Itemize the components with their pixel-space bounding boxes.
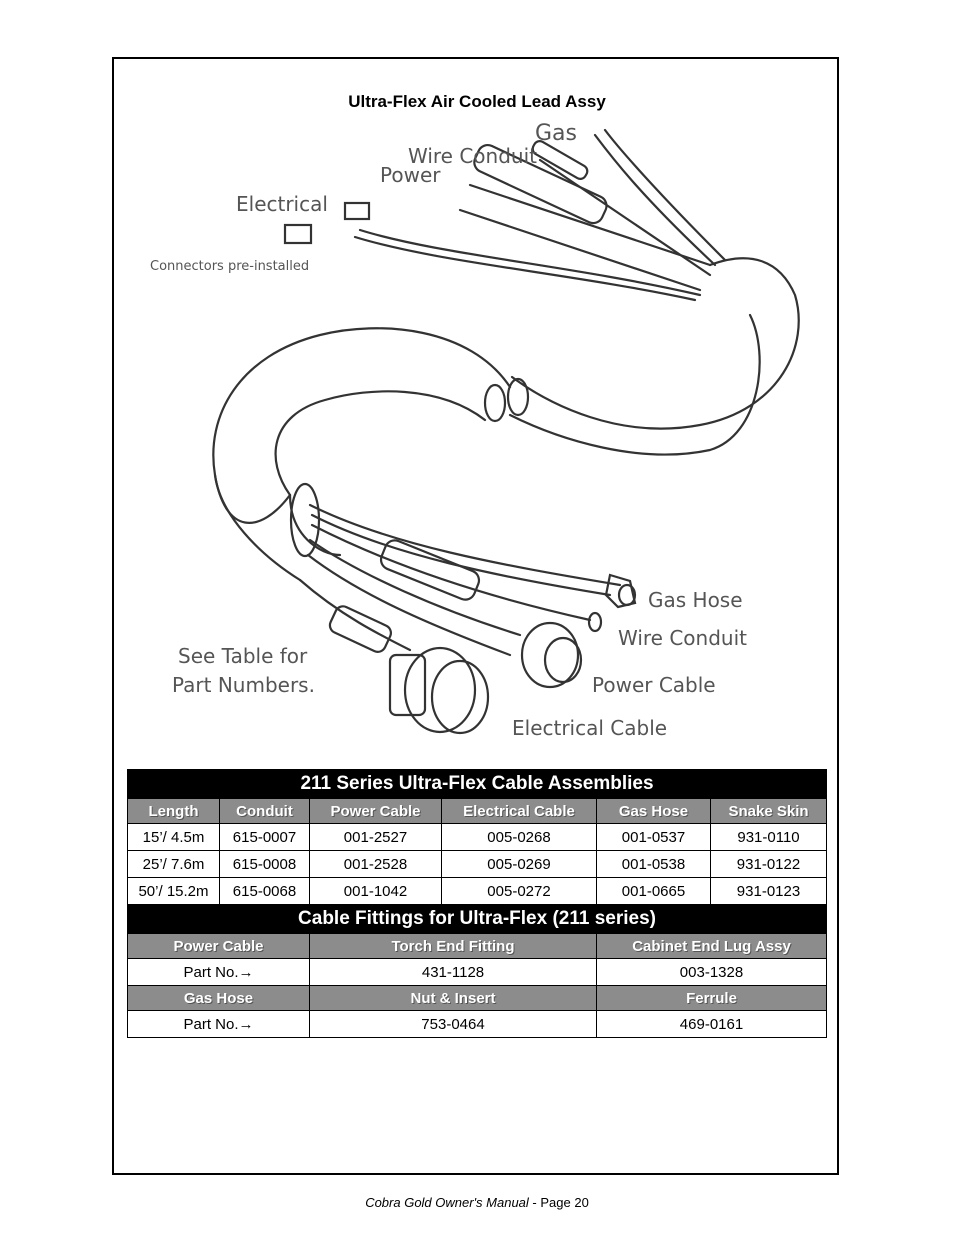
label-wire-conduit-bottom: Wire Conduit bbox=[618, 626, 747, 650]
assemblies-header-row: Length Conduit Power Cable Electrical Ca… bbox=[127, 798, 828, 824]
table-cell: 003-1328 bbox=[595, 958, 828, 986]
col-header: Cabinet End Lug Assy bbox=[595, 933, 828, 959]
power-fittings-header-row: Power Cable Torch End Fitting Cabinet En… bbox=[127, 933, 828, 959]
col-header: Ferrule bbox=[595, 985, 828, 1011]
top-electrical-wires bbox=[358, 228, 702, 297]
table-cell: 50’/ 15.2m bbox=[127, 877, 220, 905]
table-cell: 931-0122 bbox=[709, 850, 828, 878]
parts-table: 211 Series Ultra-Flex Cable Assemblies L… bbox=[126, 769, 828, 1038]
table-cell: 615-0068 bbox=[219, 877, 310, 905]
label-see-table-2: Part Numbers. bbox=[172, 673, 315, 697]
table-cell: 15’/ 4.5m bbox=[127, 823, 220, 851]
table-cell: 001-1042 bbox=[309, 877, 442, 905]
top-gas-hose bbox=[593, 133, 717, 267]
gas-fittings-header-row: Gas Hose Nut & Insert Ferrule bbox=[127, 985, 828, 1011]
snake-skin-outer bbox=[212, 327, 512, 524]
bottom-electrical-cable bbox=[298, 578, 412, 652]
table-cell: 431-1128 bbox=[309, 958, 597, 986]
col-header: Gas Hose bbox=[596, 798, 711, 824]
table-cell: 931-0123 bbox=[709, 877, 828, 905]
snake-skin-inner bbox=[274, 390, 487, 497]
col-header: Power Cable bbox=[127, 933, 310, 959]
page-footer: Cobra Gold Owner's Manual - Page 20 bbox=[0, 1195, 954, 1210]
col-header: Gas Hose bbox=[127, 985, 310, 1011]
manual-title: Cobra Gold Owner's Manual bbox=[365, 1195, 529, 1210]
bottom-wire-conduit bbox=[310, 523, 592, 622]
table-row: Part No.→ 753-0464 469-0161 bbox=[127, 1010, 828, 1038]
table-cell: 005-0272 bbox=[441, 877, 597, 905]
snake-skin-right-outer bbox=[510, 257, 800, 430]
table-row: 15’/ 4.5m 615-0007 001-2527 005-0268 001… bbox=[127, 823, 828, 851]
label-see-table-1: See Table for bbox=[178, 644, 308, 668]
table-cell: 001-0538 bbox=[596, 850, 711, 878]
col-header: Nut & Insert bbox=[309, 985, 597, 1011]
table-row: Part No.→ 431-1128 003-1328 bbox=[127, 958, 828, 986]
page-number: - Page 20 bbox=[528, 1195, 589, 1210]
label-gas: Gas bbox=[535, 121, 577, 146]
table-cell: 001-2527 bbox=[309, 823, 442, 851]
label-wire-conduit-top: Wire Conduit bbox=[408, 144, 537, 168]
figure-title: Ultra-Flex Air Cooled Lead Assy bbox=[348, 92, 606, 111]
bottom-power-cable bbox=[308, 538, 522, 637]
label-power: Power bbox=[380, 163, 441, 187]
table-cell: 25’/ 7.6m bbox=[127, 850, 220, 878]
table-cell: Part No.→ bbox=[127, 1010, 310, 1038]
table-cell: 001-2528 bbox=[309, 850, 442, 878]
label-connectors: Connectors pre-installed bbox=[150, 259, 309, 274]
label-electrical-cable: Electrical Cable bbox=[512, 716, 667, 740]
table-cell: 753-0464 bbox=[309, 1010, 597, 1038]
table-cell: 469-0161 bbox=[595, 1010, 828, 1038]
fittings-title-row: Cable Fittings for Ultra-Flex (211 serie… bbox=[126, 904, 828, 934]
bottom-gas-hose bbox=[308, 503, 622, 587]
label-power-cable: Power Cable bbox=[592, 673, 716, 697]
table-cell: Part No.→ bbox=[127, 958, 310, 986]
label-electrical: Electrical bbox=[236, 192, 328, 216]
table-cell: 005-0269 bbox=[441, 850, 597, 878]
col-header: Length bbox=[127, 798, 220, 824]
table-row: 25’/ 7.6m 615-0008 001-2528 005-0269 001… bbox=[127, 850, 828, 878]
page-border bbox=[112, 57, 839, 1175]
table-cell: 005-0268 bbox=[441, 823, 597, 851]
assemblies-title-row: 211 Series Ultra-Flex Cable Assemblies bbox=[126, 769, 828, 799]
table-cell: 615-0008 bbox=[219, 850, 310, 878]
top-power-cable bbox=[468, 183, 712, 267]
table-row: 50’/ 15.2m 615-0068 001-1042 005-0272 00… bbox=[127, 877, 828, 905]
table-cell: 931-0110 bbox=[709, 823, 828, 851]
label-gas-hose: Gas Hose bbox=[648, 588, 743, 612]
table-cell: 615-0007 bbox=[219, 823, 310, 851]
col-header: Conduit bbox=[219, 798, 310, 824]
top-wire-conduit bbox=[538, 158, 712, 277]
table-cell: 001-0665 bbox=[596, 877, 711, 905]
col-header: Electrical Cable bbox=[441, 798, 597, 824]
table-cell: 001-0537 bbox=[596, 823, 711, 851]
lead-assembly-illustration: Gas Wire Conduit Power Electrical Connec… bbox=[150, 121, 800, 740]
col-header: Snake Skin bbox=[709, 798, 828, 824]
snake-skin-right-inner bbox=[508, 313, 761, 456]
col-header: Power Cable bbox=[309, 798, 442, 824]
col-header: Torch End Fitting bbox=[309, 933, 597, 959]
assemblies-title: 211 Series Ultra-Flex Cable Assemblies bbox=[126, 769, 828, 799]
fittings-title: Cable Fittings for Ultra-Flex (211 serie… bbox=[126, 904, 828, 934]
